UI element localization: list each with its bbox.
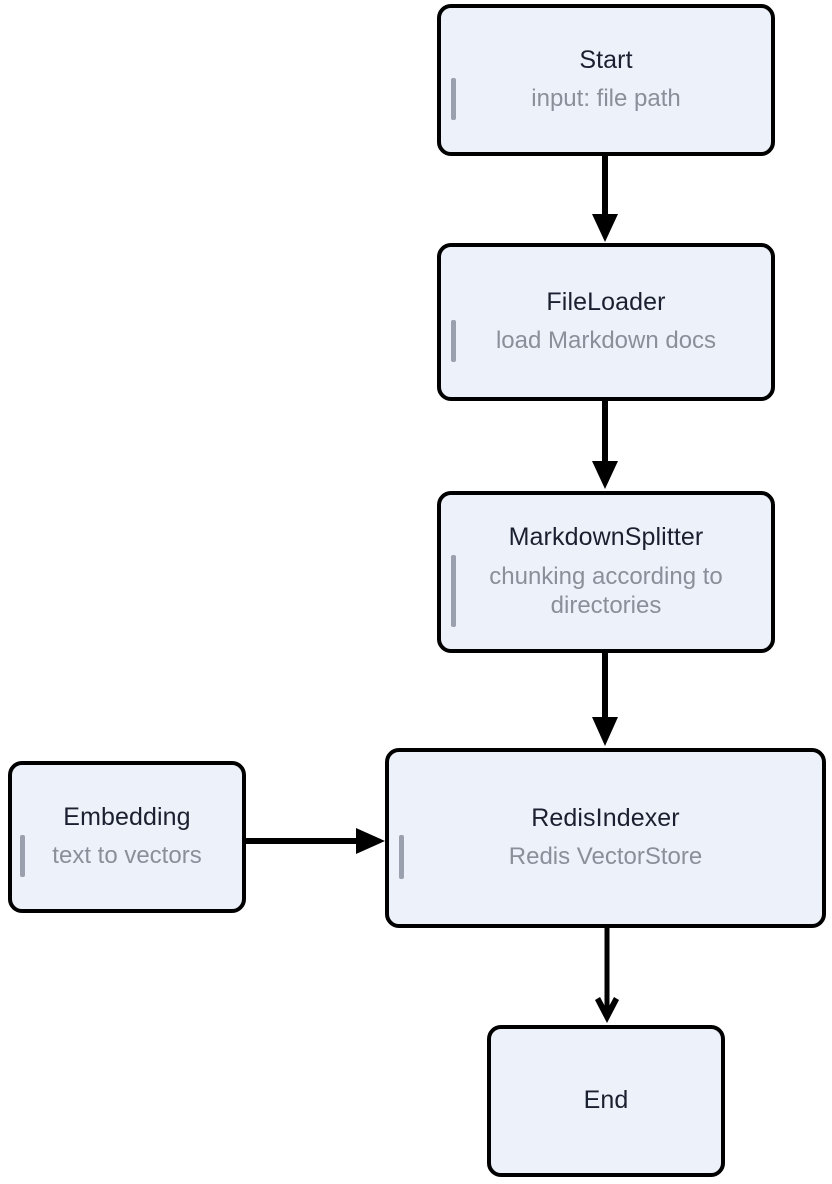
node-markdown-splitter-subtitle: chunking according to directories xyxy=(489,562,723,620)
subtitle-marker-icon xyxy=(451,78,456,121)
node-markdown-splitter-subtitle-row: chunking according to directories xyxy=(441,555,771,628)
subtitle-marker-icon xyxy=(451,320,456,363)
node-start[interactable]: Start input: file path xyxy=(437,4,775,156)
node-markdown-splitter-title: MarkdownSplitter xyxy=(508,523,704,551)
node-embedding[interactable]: Embedding text to vectors xyxy=(8,761,246,913)
subtitle-marker-icon xyxy=(20,835,25,878)
node-redis-indexer-title: RedisIndexer xyxy=(531,803,680,832)
subtitle-marker-icon xyxy=(451,555,456,628)
node-end[interactable]: End xyxy=(487,1025,725,1177)
subtitle-marker-icon xyxy=(399,835,404,880)
node-file-loader-subtitle-row: load Markdown docs xyxy=(441,320,771,363)
node-start-subtitle: input: file path xyxy=(531,85,681,113)
node-file-loader[interactable]: FileLoader load Markdown docs xyxy=(437,243,775,401)
node-file-loader-title: FileLoader xyxy=(546,287,666,316)
node-embedding-subtitle-row: text to vectors xyxy=(12,835,242,878)
node-embedding-title: Embedding xyxy=(63,802,191,831)
node-redis-indexer-subtitle: Redis VectorStore xyxy=(508,843,703,871)
node-redis-indexer-subtitle-row: Redis VectorStore xyxy=(389,835,822,880)
edge-markdown-splitter-to-redis-indexer xyxy=(590,653,620,748)
node-markdown-splitter[interactable]: MarkdownSplitter chunking according to d… xyxy=(437,491,775,653)
node-redis-indexer[interactable]: RedisIndexer Redis VectorStore xyxy=(385,748,826,928)
node-file-loader-subtitle: load Markdown docs xyxy=(495,327,717,355)
edge-file-loader-to-markdown-splitter xyxy=(590,401,620,491)
node-start-title: Start xyxy=(579,45,633,74)
edge-start-to-file-loader xyxy=(590,156,620,244)
node-start-subtitle-row: input: file path xyxy=(441,78,771,121)
edge-redis-indexer-to-end xyxy=(592,928,622,1025)
edge-embedding-to-redis-indexer xyxy=(246,826,388,856)
node-end-title: End xyxy=(583,1086,629,1115)
node-embedding-subtitle: text to vectors xyxy=(52,842,202,870)
